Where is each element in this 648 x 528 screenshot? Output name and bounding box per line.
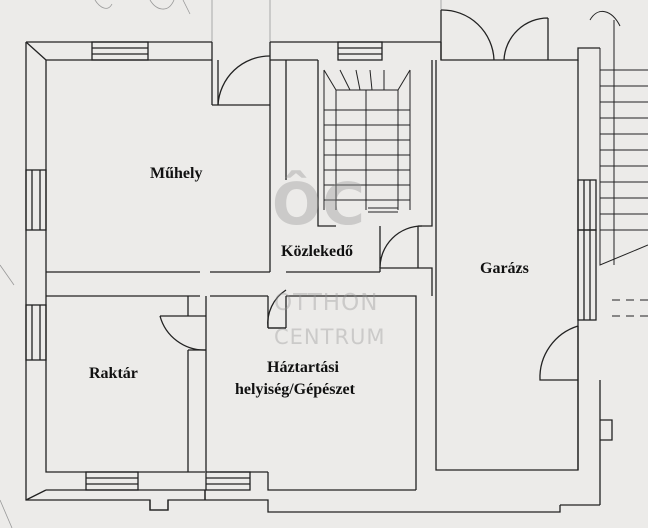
window-stairs-top bbox=[337, 41, 383, 61]
window-garazs-right bbox=[577, 179, 597, 231]
room-label-haztartasi-line1: Háztartási bbox=[267, 359, 339, 376]
room-label-raktar: Raktár bbox=[89, 365, 138, 382]
window-muhely-top bbox=[91, 41, 149, 61]
window-raktar-bottom bbox=[85, 471, 139, 491]
door-garazs-top bbox=[440, 9, 549, 61]
watermark-line2: CENTRUM bbox=[274, 325, 386, 349]
wall-muhely-right bbox=[211, 42, 287, 272]
wall-raktar-right bbox=[187, 296, 207, 472]
window-raktar-left bbox=[25, 304, 47, 361]
window-haztartasi-bottom bbox=[205, 471, 251, 491]
window-garazs-right-2 bbox=[577, 229, 597, 321]
door-kozlekedo bbox=[379, 225, 423, 269]
door-garazs-side bbox=[539, 325, 579, 381]
background-sketch bbox=[0, 0, 442, 528]
room-label-kozlekedo: Közlekedő bbox=[281, 243, 353, 260]
staircase bbox=[323, 69, 411, 213]
room-label-haztartasi-line2: helyiség/Gépészet bbox=[235, 381, 355, 398]
wall-muhely-bottom bbox=[46, 271, 270, 297]
room-label-garazs: Garázs bbox=[480, 260, 529, 277]
watermark-line1: OTTHON bbox=[274, 290, 379, 316]
door-muhely bbox=[217, 55, 271, 106]
watermark-logo: ÔC bbox=[272, 170, 366, 238]
door-raktar bbox=[159, 315, 207, 351]
door-haztartasi bbox=[267, 289, 287, 329]
window-muhely-left bbox=[25, 169, 47, 231]
exterior-stairs bbox=[589, 11, 648, 317]
room-label-muhely: Műhely bbox=[150, 165, 203, 182]
